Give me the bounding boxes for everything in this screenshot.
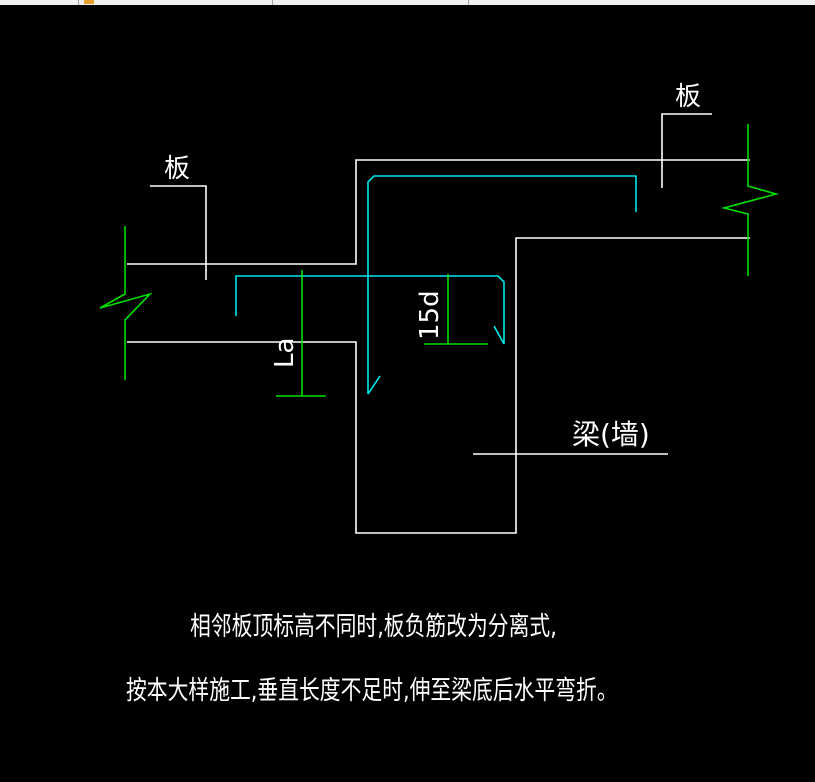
tab-segment[interactable] [0, 0, 79, 5]
label-beam-wall: 梁(墙) [572, 418, 650, 451]
left-slab-leader [150, 185, 207, 280]
upper-slab-rebar [367, 175, 637, 394]
lower-slab-rebar [235, 275, 505, 344]
label-slab-left: 板 [164, 154, 190, 184]
label-anchor-length: La [270, 338, 300, 368]
tab-segment[interactable] [274, 0, 469, 5]
label-slab-right: 板 [675, 82, 701, 112]
right-break-line [720, 124, 779, 276]
tab-segment[interactable] [80, 0, 273, 5]
lower-rebar-hook [493, 325, 505, 345]
app-icon [84, 0, 94, 4]
rebar-group [235, 175, 637, 395]
label-hook-length: 15d [415, 290, 445, 340]
right-slab-leader [661, 113, 712, 188]
window-top-strip [0, 0, 815, 5]
upper-rebar-hook [367, 375, 381, 395]
left-break-line [99, 226, 153, 380]
note-line-1: 相邻板顶标高不同时,板负筋改为分离式, [190, 612, 557, 642]
dimension-group [99, 124, 779, 397]
upper-slab-top-line [127, 159, 750, 265]
structure-outline [127, 113, 750, 534]
note-line-2: 按本大样施工,垂直长度不足时,伸至梁底后水平弯折。 [126, 676, 618, 706]
beam-and-slab-outline [127, 237, 750, 534]
